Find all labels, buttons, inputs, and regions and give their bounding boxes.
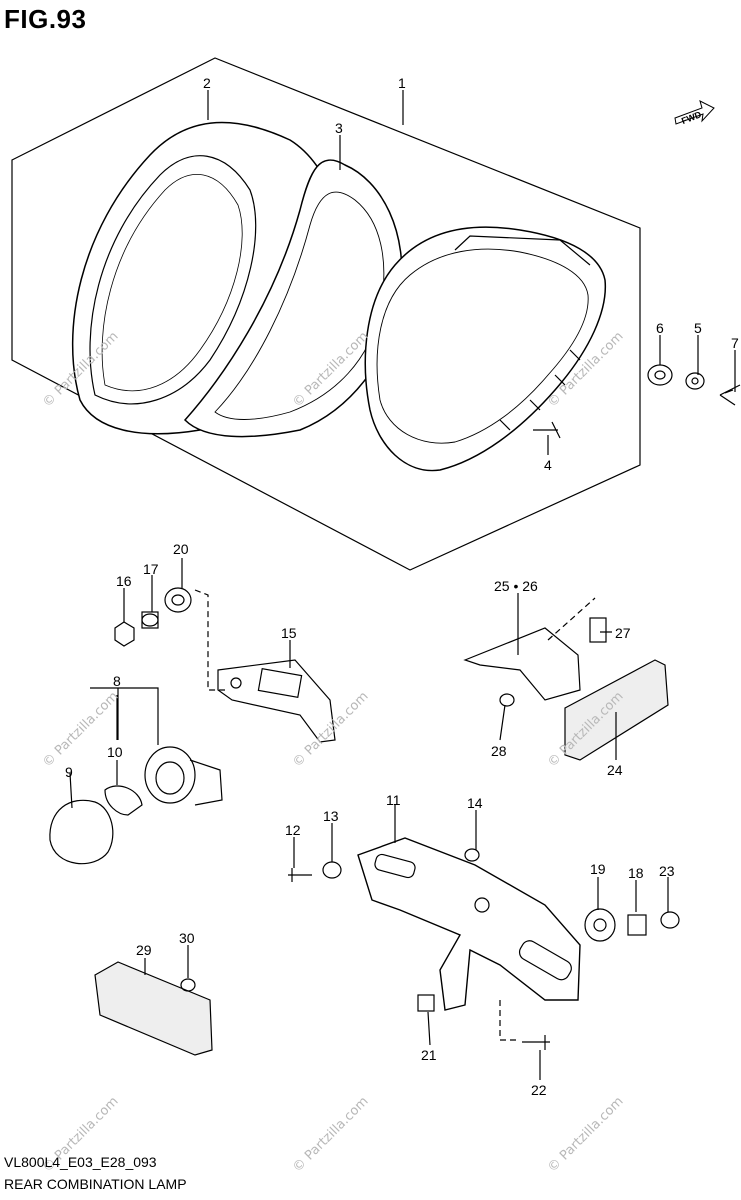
bracket-11: [357, 837, 581, 1011]
callout-15: 15: [281, 625, 297, 641]
cushion-20: [164, 587, 192, 613]
model-code: VL800L4_E03_E28_093: [4, 1154, 157, 1170]
callout-19: 19: [590, 861, 606, 877]
callout-3: 3: [335, 120, 343, 136]
nut-30: [180, 978, 196, 992]
fwd-arrow-icon: FWD: [674, 100, 715, 126]
assembly-outline: [11, 57, 641, 571]
callout-4: 4: [544, 457, 552, 473]
callout-9: 9: [65, 764, 73, 780]
nut-14: [464, 848, 480, 862]
collar-18: [627, 914, 647, 936]
callout-24: 24: [607, 762, 623, 778]
callout-27: 27: [615, 625, 631, 641]
callout-7: 7: [731, 335, 739, 351]
callout-21: 21: [421, 1047, 437, 1063]
nut-28: [499, 693, 515, 707]
callout-28: 28: [491, 743, 507, 759]
washer-5: [685, 372, 705, 390]
lens-9: [49, 799, 114, 865]
nut-16: [114, 621, 135, 647]
callout-18: 18: [628, 865, 644, 881]
collar-17: [141, 611, 159, 629]
reflector-24: [564, 659, 669, 761]
cushion-19: [584, 908, 616, 942]
callout-23: 23: [659, 863, 675, 879]
callout-13: 13: [323, 808, 339, 824]
grommet-6: [647, 364, 673, 386]
callout-12: 12: [285, 822, 301, 838]
bolt-12: [288, 868, 312, 882]
callout-29: 29: [136, 942, 152, 958]
collar-21: [417, 994, 435, 1012]
fig-title: FIG.93: [4, 4, 87, 34]
bolt-27: [589, 617, 607, 643]
fwd-label: FWD: [680, 109, 703, 126]
washer-13: [322, 861, 342, 879]
callout-25-26: 25 • 26: [494, 578, 538, 594]
reflector-29: [94, 961, 213, 1056]
callout-10: 10: [107, 744, 123, 760]
bulb-10: [104, 785, 143, 816]
callout-30: 30: [179, 930, 195, 946]
callout-22: 22: [531, 1082, 547, 1098]
bolt-22: [522, 1035, 550, 1050]
callout-5: 5: [694, 320, 702, 336]
screw-4: [533, 421, 561, 439]
nut-23: [660, 911, 680, 929]
callout-20: 20: [173, 541, 189, 557]
callout-11: 11: [386, 792, 401, 808]
socket-8: [144, 746, 223, 806]
callout-16: 16: [116, 573, 132, 589]
callout-14: 14: [467, 795, 483, 811]
callout-8: 8: [113, 673, 121, 689]
callout-1: 1: [398, 75, 406, 91]
part-3-gasket: [183, 159, 403, 438]
part-1-housing: [364, 226, 607, 472]
screw-7: [719, 384, 741, 406]
callout-2: 2: [203, 75, 211, 91]
callout-6: 6: [656, 320, 664, 336]
figure-name: REAR COMBINATION LAMP: [4, 1176, 187, 1192]
bracket-25-26: [463, 627, 581, 701]
bracket-15: [217, 659, 336, 743]
callout-17: 17: [143, 561, 159, 577]
